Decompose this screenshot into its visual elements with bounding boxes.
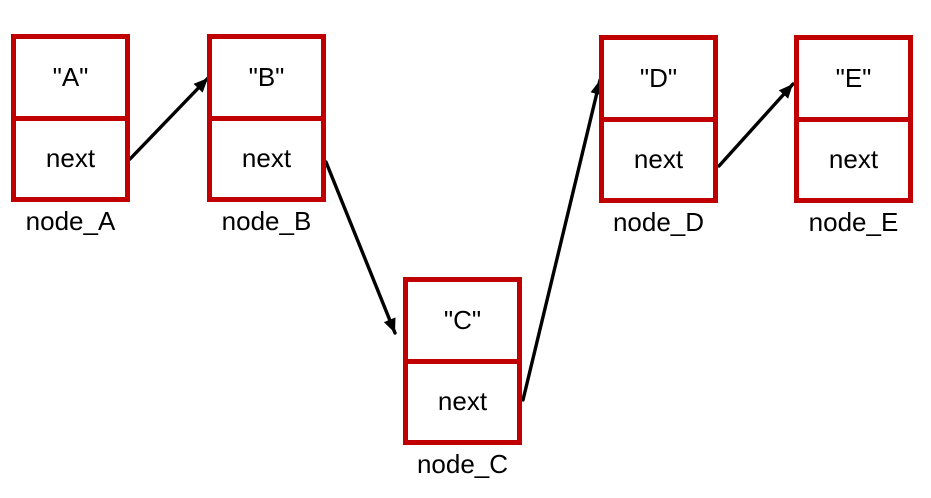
value-text: "E" — [835, 62, 872, 93]
value-cell-node_B: "B" — [212, 39, 321, 121]
value-cell-node_E: "E" — [799, 40, 908, 122]
next-text: next — [828, 144, 879, 175]
value-cell-node_C: "C" — [408, 282, 517, 364]
node-caption-node_A: node_A — [25, 206, 116, 236]
arrow-node_D-next-to-node_E — [717, 82, 795, 168]
node-box-node_D: "D" next — [599, 35, 718, 203]
next-cell-node_B: next — [212, 121, 321, 198]
node-caption-node_E: node_E — [808, 207, 899, 237]
node-box-node_E: "E" next — [794, 35, 913, 203]
node-caption-node_B: node_B — [221, 206, 312, 236]
value-text: "C" — [443, 304, 482, 335]
next-text: next — [45, 143, 96, 174]
value-text: "A" — [52, 61, 89, 92]
arrow-node_A-next-to-node_B — [128, 76, 210, 161]
node-caption-node_D: node_D — [612, 207, 705, 237]
node-box-node_C: "C" next — [403, 277, 522, 445]
value-cell-node_D: "D" — [604, 40, 713, 122]
node-box-node_A: "A" next — [11, 34, 130, 202]
next-cell-node_A: next — [16, 121, 125, 198]
value-text: "D" — [639, 62, 678, 93]
arrow-node_B-next-to-node_C — [324, 160, 397, 335]
node-box-node_B: "B" next — [207, 34, 326, 202]
next-text: next — [633, 144, 684, 175]
next-cell-node_C: next — [408, 364, 517, 441]
next-text: next — [241, 143, 292, 174]
arrow-node_C-next-to-node_D — [521, 78, 603, 402]
next-cell-node_D: next — [604, 122, 713, 199]
next-cell-node_E: next — [799, 122, 908, 199]
next-text: next — [437, 386, 488, 417]
value-cell-node_A: "A" — [16, 39, 125, 121]
value-text: "B" — [248, 61, 285, 92]
node-caption-node_C: node_C — [416, 449, 509, 479]
